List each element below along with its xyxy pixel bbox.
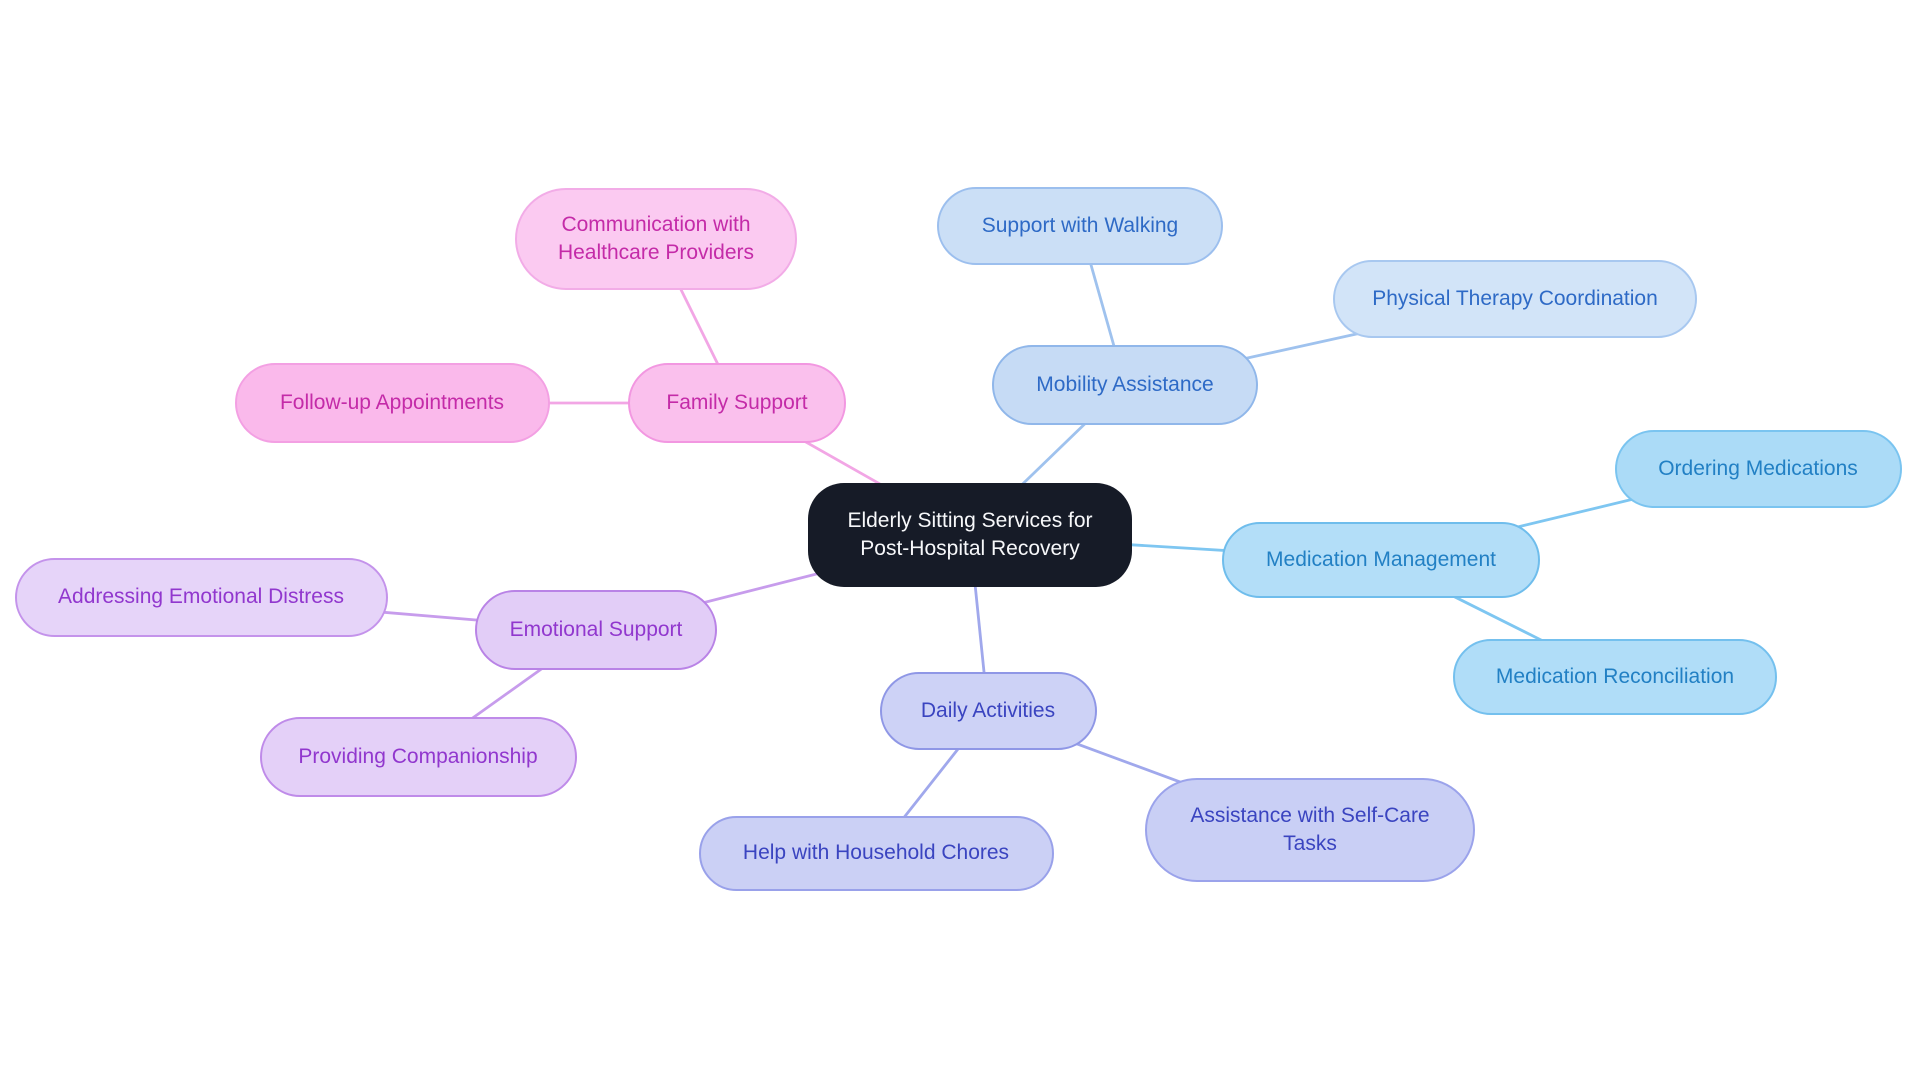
mindmap-node-assistance-with-self-care-tasks[interactable]: Assistance with Self-Care Tasks <box>1145 778 1475 882</box>
node-label: Medication Management <box>1266 548 1496 572</box>
mindmap-node-family-support[interactable]: Family Support <box>628 363 846 443</box>
mindmap-node-medication-reconciliation[interactable]: Medication Reconciliation <box>1453 639 1777 715</box>
node-label: Elderly Sitting Services for Post-Hospit… <box>847 509 1093 560</box>
mindmap-node-ordering-medications[interactable]: Ordering Medications <box>1614 430 1902 508</box>
node-label: Family Support <box>666 391 808 415</box>
mindmap-node-physical-therapy-coordination[interactable]: Physical Therapy Coordination <box>1333 260 1697 338</box>
mindmap-node-daily-activities[interactable]: Daily Activities <box>879 672 1097 750</box>
mindmap-node-help-with-household-chores[interactable]: Help with Household Chores <box>698 815 1054 891</box>
mindmap-node-communication-healthcare-providers[interactable]: Communication with Healthcare Providers <box>515 188 797 290</box>
node-label: Follow-up Appointments <box>279 391 505 415</box>
node-label: Medication Reconciliation <box>1495 665 1735 689</box>
mindmap-node-mobility-assistance[interactable]: Mobility Assistance <box>992 345 1258 425</box>
mindmap-node-providing-companionship[interactable]: Providing Companionship <box>259 717 577 797</box>
mindmap-node-emotional-support[interactable]: Emotional Support <box>475 590 717 670</box>
node-label: Ordering Medications <box>1658 457 1858 481</box>
mindmap-node-medication-management[interactable]: Medication Management <box>1222 522 1540 598</box>
node-label: Mobility Assistance <box>1036 373 1214 397</box>
mindmap-node-follow-up-appointments[interactable]: Follow-up Appointments <box>234 363 550 443</box>
node-label: Physical Therapy Coordination <box>1372 287 1658 311</box>
node-label: Addressing Emotional Distress <box>58 585 344 609</box>
node-label: Assistance with Self-Care Tasks <box>1190 804 1430 855</box>
node-label: Daily Activities <box>920 699 1056 723</box>
mindmap-node-addressing-emotional-distress[interactable]: Addressing Emotional Distress <box>14 557 388 637</box>
node-label: Providing Companionship <box>298 745 538 769</box>
mindmap-node-central[interactable]: Elderly Sitting Services for Post-Hospit… <box>808 483 1132 587</box>
mindmap-node-support-with-walking[interactable]: Support with Walking <box>937 187 1223 265</box>
node-label: Help with Household Chores <box>742 841 1010 865</box>
node-label: Communication with Healthcare Providers <box>557 213 755 264</box>
node-label: Emotional Support <box>509 618 683 642</box>
node-label: Support with Walking <box>981 214 1179 238</box>
